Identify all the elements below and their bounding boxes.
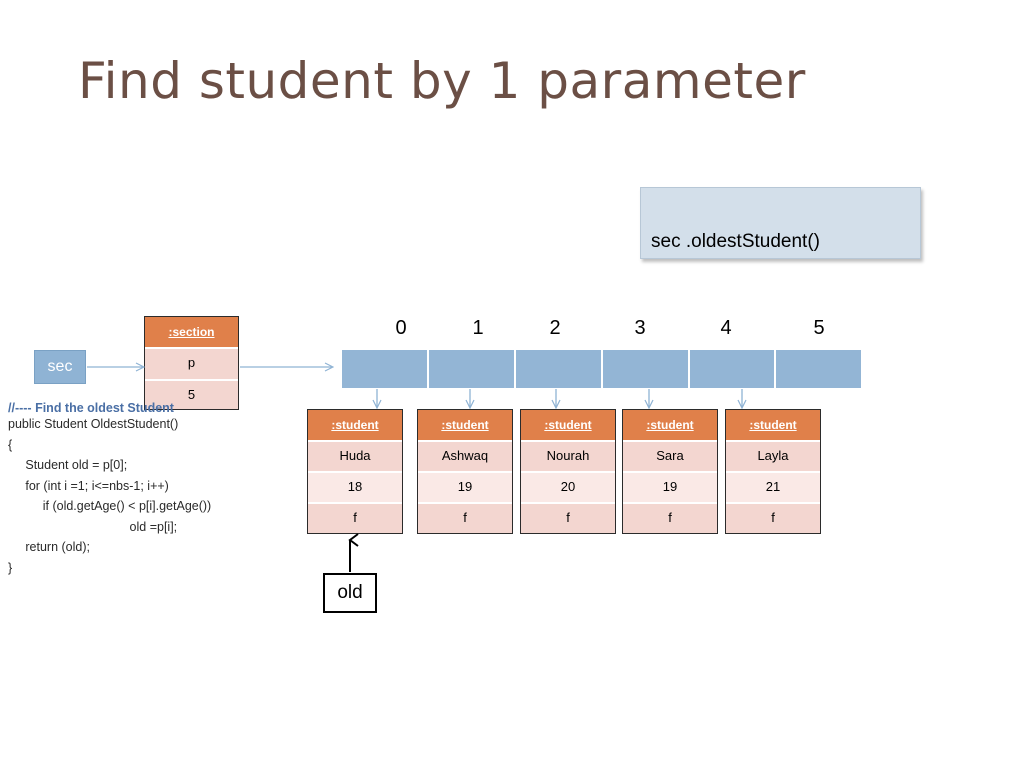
method-call-text: sec .oldestStudent() xyxy=(651,231,820,252)
student-age: 21 xyxy=(726,471,820,502)
student-object: :student Sara 19 f xyxy=(622,409,718,534)
student-name: Huda xyxy=(308,440,402,471)
student-object: :student Nourah 20 f xyxy=(520,409,616,534)
student-gender: f xyxy=(623,502,717,533)
student-object: :student Huda 18 f xyxy=(307,409,403,534)
section-object-header: :section xyxy=(145,317,238,347)
student-header: :student xyxy=(623,410,717,440)
array-index: 3 xyxy=(634,317,646,339)
code-snippet: //---- Find the oldest Student public St… xyxy=(8,398,298,578)
student-name: Nourah xyxy=(521,440,615,471)
student-age: 19 xyxy=(623,471,717,502)
section-object: :section p 5 xyxy=(144,316,239,410)
student-object: :student Ashwaq 19 f xyxy=(417,409,513,534)
array-cell xyxy=(342,350,427,388)
array-cell xyxy=(429,350,514,388)
student-gender: f xyxy=(521,502,615,533)
array-cell xyxy=(690,350,774,388)
section-field-nbs: 5 xyxy=(145,379,238,409)
sec-variable-box: sec xyxy=(34,350,86,384)
code-line: if (old.getAge() < p[i].getAge()) xyxy=(8,499,212,513)
slide-title: Find student by 1 parameter xyxy=(78,52,806,110)
student-name: Sara xyxy=(623,440,717,471)
code-line: for (int i =1; i<=nbs-1; i++) xyxy=(8,478,169,493)
student-header: :student xyxy=(726,410,820,440)
student-age: 18 xyxy=(308,471,402,502)
array-index: 4 xyxy=(720,317,732,339)
array-index: 1 xyxy=(472,317,484,339)
code-line: } xyxy=(8,560,13,575)
student-age: 19 xyxy=(418,471,512,502)
code-line: return (old); xyxy=(8,540,90,554)
student-age: 20 xyxy=(521,471,615,502)
section-field-p: p xyxy=(145,347,238,379)
student-name: Layla xyxy=(726,440,820,471)
code-line: Student old = p[0]; xyxy=(8,458,128,472)
student-gender: f xyxy=(308,502,402,533)
code-line: { xyxy=(8,437,13,452)
code-line: public Student OldestStudent() xyxy=(8,417,179,431)
student-header: :student xyxy=(418,410,512,440)
student-header: :student xyxy=(308,410,402,440)
array-cell xyxy=(603,350,688,388)
student-object: :student Layla 21 f xyxy=(725,409,821,534)
code-line: old =p[i]; xyxy=(8,519,178,534)
array-index: 2 xyxy=(549,317,561,339)
array-index: 5 xyxy=(813,317,825,339)
student-header: :student xyxy=(521,410,615,440)
array-index: 0 xyxy=(395,317,407,339)
code-comment-line: //---- Find the oldest Student xyxy=(8,401,174,414)
student-name: Ashwaq xyxy=(418,440,512,471)
student-gender: f xyxy=(726,502,820,533)
array-cell xyxy=(516,350,601,388)
array-cell xyxy=(776,350,861,388)
method-call-callout: sec .oldestStudent() xyxy=(640,187,921,259)
old-variable-box: old xyxy=(323,573,377,613)
student-gender: f xyxy=(418,502,512,533)
